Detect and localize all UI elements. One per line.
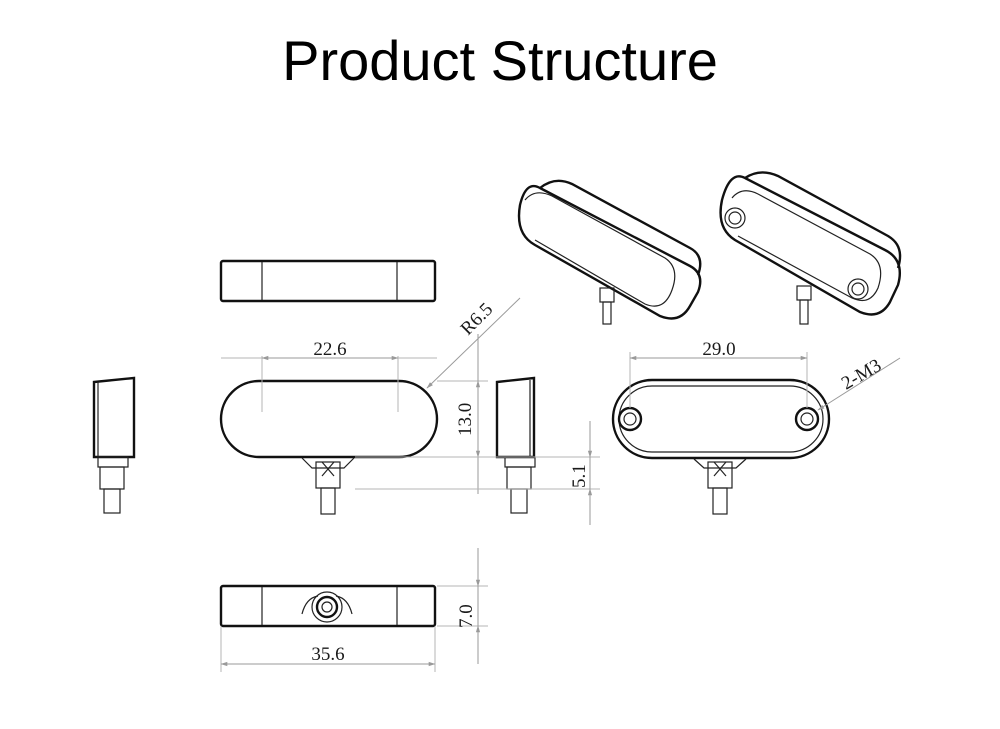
dim-label-7-0: 7.0 bbox=[456, 604, 477, 628]
iso2-hole-left-icon bbox=[724, 207, 746, 229]
iso1-stem-pin bbox=[602, 301, 612, 325]
dimension-thread: 2-M3 bbox=[817, 355, 901, 411]
dim-label-35-6: 35.6 bbox=[311, 644, 344, 665]
dimension-13-0: 13.0 bbox=[437, 334, 488, 494]
bottom-view bbox=[219, 584, 437, 628]
rear-hole-right-icon bbox=[794, 406, 820, 432]
dim-label-5-1: 5.1 bbox=[569, 464, 590, 488]
iso2-hole-right-icon bbox=[847, 278, 869, 300]
dimension-5-1: 5.1 bbox=[355, 421, 600, 525]
right-side-view bbox=[495, 376, 536, 514]
dim-label-thread: 2-M3 bbox=[838, 355, 885, 394]
page-title: Product Structure bbox=[282, 29, 718, 92]
dimension-7-0: 7.0 bbox=[437, 548, 488, 664]
dim-label-13-0: 13.0 bbox=[455, 403, 476, 436]
top-view bbox=[219, 259, 437, 303]
rear-view bbox=[611, 378, 831, 515]
dim-label-radius: R6.5 bbox=[457, 299, 498, 340]
isometric-view-holes bbox=[719, 171, 902, 325]
dimension-22-6: 22.6 bbox=[221, 339, 437, 361]
dim-label-22-6: 22.6 bbox=[313, 339, 346, 360]
front-view bbox=[219, 356, 439, 515]
dimension-29-0: 29.0 bbox=[629, 339, 808, 408]
dimension-35-6: 35.6 bbox=[220, 626, 436, 672]
rear-hole-left-icon bbox=[617, 406, 643, 432]
dimension-radius: R6.5 bbox=[426, 297, 521, 389]
left-side-view bbox=[92, 376, 136, 514]
isometric-view-top bbox=[517, 179, 702, 325]
iso1-stem-base bbox=[599, 287, 615, 303]
dim-label-29-0: 29.0 bbox=[702, 339, 735, 360]
